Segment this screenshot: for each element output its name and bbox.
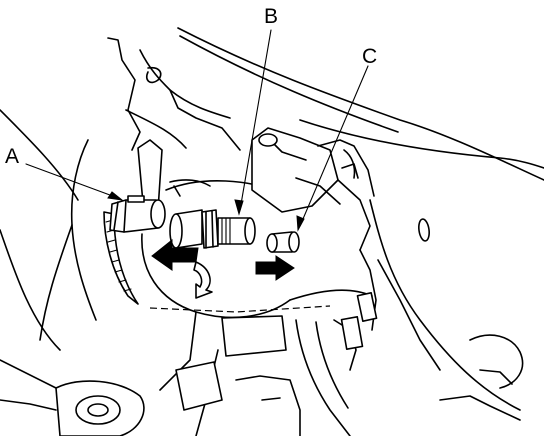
callout-label-c: C [362,45,378,68]
engine-body-outline [0,27,544,436]
wire-harness [103,211,139,305]
connector-a [109,195,166,233]
leader-lines [25,29,369,232]
removal-arrows [151,238,295,299]
callout-label-b: B [264,5,279,28]
callout-label-a: A [5,145,20,168]
o-ring-c [266,231,300,253]
sensor-b [169,209,256,249]
